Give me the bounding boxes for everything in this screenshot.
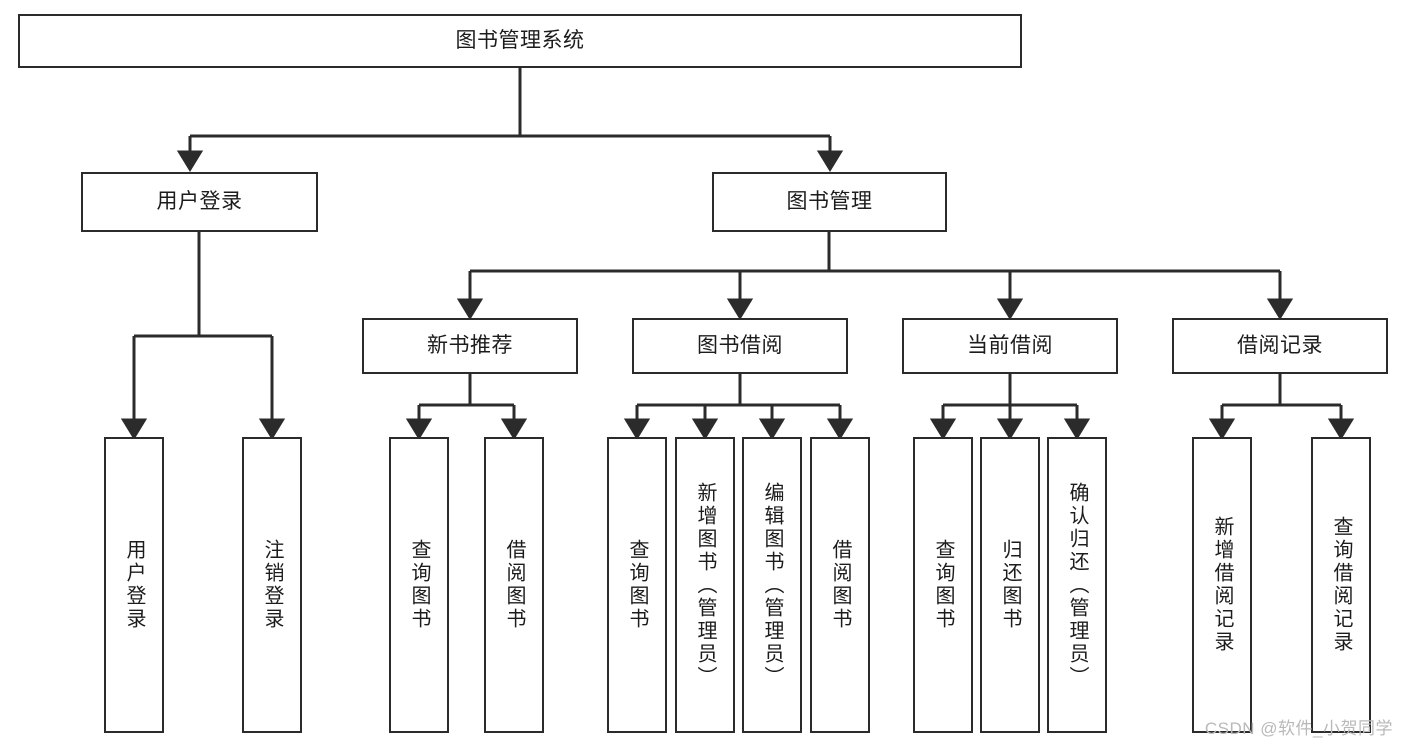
- leaf-add-book[interactable]: 新增图书（管理员）: [675, 437, 735, 733]
- leaf-query-book-3-label: 查询图书: [932, 539, 954, 631]
- node-current-borrow[interactable]: 当前借阅: [902, 318, 1118, 374]
- node-borrow-record-label: 借阅记录: [1237, 333, 1323, 357]
- leaf-query-record[interactable]: 查询借阅记录: [1311, 437, 1371, 733]
- leaf-confirm-return[interactable]: 确认归还（管理员）: [1047, 437, 1107, 733]
- leaf-add-record[interactable]: 新增借阅记录: [1192, 437, 1252, 733]
- leaf-user-login[interactable]: 用户登录: [104, 437, 164, 733]
- watermark: CSDN @软件_小贺同学: [1204, 719, 1393, 738]
- node-root-label: 图书管理系统: [455, 28, 585, 52]
- leaf-edit-book[interactable]: 编辑图书（管理员）: [742, 437, 802, 733]
- node-new-book-recommend[interactable]: 新书推荐: [362, 318, 578, 374]
- leaf-query-book-2-label: 查询图书: [626, 539, 648, 631]
- leaf-query-book-2[interactable]: 查询图书: [607, 437, 667, 733]
- node-borrow-record[interactable]: 借阅记录: [1172, 318, 1388, 374]
- leaf-edit-book-label: 编辑图书（管理员）: [761, 481, 783, 689]
- leaf-query-book-1-label: 查询图书: [408, 539, 430, 631]
- leaf-borrow-book-2[interactable]: 借阅图书: [810, 437, 870, 733]
- leaf-query-record-label: 查询借阅记录: [1330, 516, 1352, 654]
- node-book-management-label: 图书管理: [786, 189, 873, 213]
- leaf-borrow-book-1-label: 借阅图书: [503, 539, 525, 631]
- node-book-borrow-label: 图书借阅: [697, 333, 783, 357]
- leaf-query-book-1[interactable]: 查询图书: [389, 437, 449, 733]
- node-book-management[interactable]: 图书管理: [712, 172, 947, 232]
- leaf-borrow-book-2-label: 借阅图书: [829, 539, 851, 631]
- leaf-add-book-label: 新增图书（管理员）: [694, 481, 716, 689]
- node-root[interactable]: 图书管理系统: [18, 14, 1022, 68]
- leaf-logout-label: 注销登录: [261, 539, 283, 631]
- node-user-login-label: 用户登录: [156, 189, 243, 213]
- leaf-add-record-label: 新增借阅记录: [1211, 516, 1233, 654]
- node-user-login[interactable]: 用户登录: [81, 172, 318, 232]
- node-book-borrow[interactable]: 图书借阅: [632, 318, 848, 374]
- node-current-borrow-label: 当前借阅: [967, 333, 1053, 357]
- leaf-query-book-3[interactable]: 查询图书: [913, 437, 973, 733]
- leaf-confirm-return-label: 确认归还（管理员）: [1066, 481, 1088, 689]
- leaf-logout[interactable]: 注销登录: [242, 437, 302, 733]
- leaf-return-book[interactable]: 归还图书: [980, 437, 1040, 733]
- leaf-return-book-label: 归还图书: [999, 539, 1021, 631]
- leaf-user-login-label: 用户登录: [123, 539, 145, 631]
- node-new-book-recommend-label: 新书推荐: [427, 333, 513, 357]
- leaf-borrow-book-1[interactable]: 借阅图书: [484, 437, 544, 733]
